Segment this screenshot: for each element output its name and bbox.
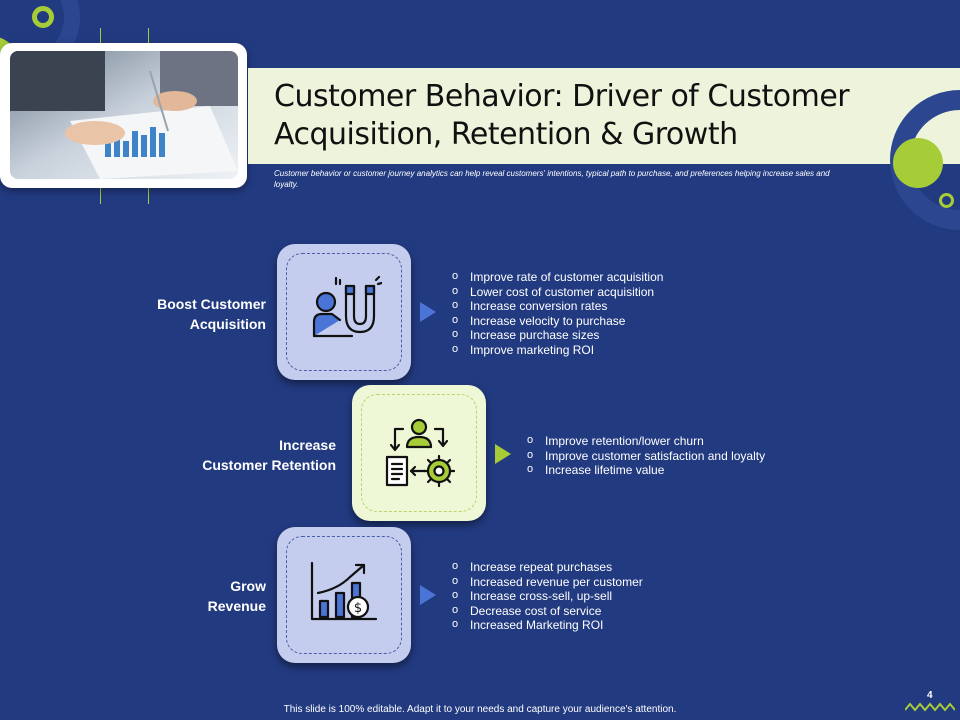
arrow-pointer [495, 444, 511, 464]
bullet-item: Decrease cost of service [452, 603, 643, 619]
bullet-item: Improve marketing ROI [452, 342, 663, 358]
business-meeting-photo [10, 51, 238, 179]
bullet-item: Improve retention/lower churn [527, 433, 765, 449]
bullet-item: Improve rate of customer acquisition [452, 269, 663, 285]
decorative-circle [893, 138, 943, 188]
decorative-ring [32, 6, 54, 28]
bullet-item: Improve customer satisfaction and loyalt… [527, 448, 765, 464]
arrow-pointer [420, 302, 436, 322]
bullet-item: Increased revenue per customer [452, 574, 643, 590]
card-inner-border [361, 394, 477, 512]
bullet-item: Increase repeat purchases [452, 559, 643, 575]
footer-note: This slide is 100% editable. Adapt it to… [283, 704, 677, 715]
retention-icon-card [352, 385, 486, 521]
title-bar: Customer Behavior: Driver of Customer Ac… [248, 68, 960, 164]
card-inner-border [286, 536, 402, 654]
row-label-acquisition: Boost Customer Acquisition [96, 294, 266, 334]
revenue-growth-chart-icon: $ [310, 561, 378, 621]
page-subtitle: Customer behavior or customer journey an… [274, 169, 830, 189]
decorative-line [100, 186, 101, 204]
decorative-line [148, 28, 149, 46]
bullet-item: Increase purchase sizes [452, 327, 663, 343]
row-label-line: Boost Customer [157, 296, 266, 312]
card-inner-border [286, 253, 402, 371]
decorative-ring [939, 193, 954, 208]
retention-bullet-list: Improve retention/lower churn Improve cu… [527, 433, 765, 478]
bullet-item: Increased Marketing ROI [452, 617, 643, 633]
photo-frame [0, 43, 247, 188]
decorative-line [148, 186, 149, 204]
bullet-item: Increase conversion rates [452, 298, 663, 314]
acquisition-bullet-list: Improve rate of customer acquisition Low… [452, 269, 663, 358]
svg-text:$: $ [354, 601, 362, 616]
page-number: 4 [927, 690, 933, 701]
bullet-item: Increase velocity to purchase [452, 313, 663, 329]
row-label-line: Acquisition [189, 316, 266, 332]
row-label-revenue: Grow Revenue [96, 576, 266, 616]
row-label-line: Revenue [207, 598, 266, 614]
row-label-line: Grow [230, 578, 266, 594]
row-label-line: Customer Retention [202, 457, 336, 473]
revenue-icon-card: $ [277, 527, 411, 663]
decorative-zigzag [905, 702, 955, 712]
row-label-retention: Increase Customer Retention [156, 435, 336, 475]
bullet-item: Lower cost of customer acquisition [452, 284, 663, 300]
magnet-person-icon [312, 275, 382, 338]
bullet-item: Increase lifetime value [527, 462, 765, 478]
bullet-item: Increase cross-sell, up-sell [452, 588, 643, 604]
arrow-pointer [420, 585, 436, 605]
revenue-bullet-list: Increase repeat purchases Increased reve… [452, 559, 643, 633]
decorative-line [100, 28, 101, 46]
customer-gear-cycle-icon [385, 418, 456, 488]
row-label-line: Increase [279, 437, 336, 453]
acquisition-icon-card [277, 244, 411, 380]
page-title: Customer Behavior: Driver of Customer Ac… [274, 79, 850, 152]
